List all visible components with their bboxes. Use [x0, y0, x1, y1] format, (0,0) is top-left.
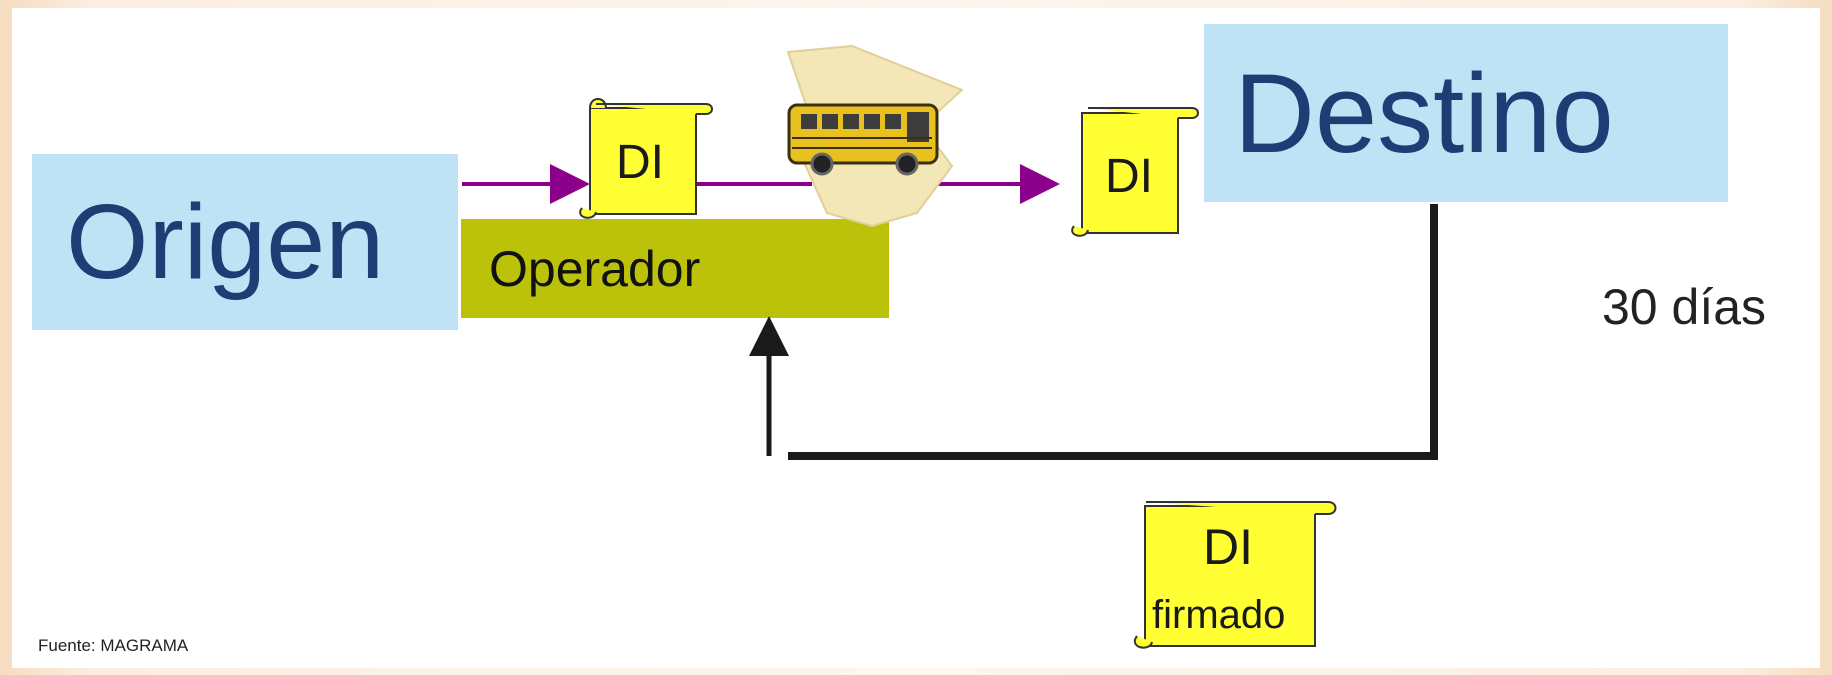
source-caption: Fuente: MAGRAMA [38, 636, 189, 655]
bus-icon [786, 44, 964, 228]
return-period-label: 30 días [1602, 279, 1767, 335]
di-destination-label: DI [1105, 150, 1153, 203]
origin-label: Origen [66, 182, 385, 301]
operator-label: Operador [489, 240, 701, 297]
di-origin-label: DI [616, 136, 664, 189]
di-signed-label: DI [1203, 519, 1253, 575]
destination-label: Destino [1234, 50, 1614, 176]
document-scroll-icon [579, 98, 713, 219]
diagram-canvas: Origen Destino Operador [12, 8, 1820, 668]
di-signed-sublabel: firmado [1152, 593, 1285, 637]
document-scroll-icon [1071, 107, 1199, 237]
flow-diagram: DI DI DI firmado [462, 44, 1438, 649]
document-scroll-icon [1133, 501, 1337, 649]
operator-node: Operador [461, 219, 889, 318]
return-line [788, 204, 1438, 460]
origin-node: Origen [32, 154, 458, 330]
destination-node: Destino [1204, 24, 1728, 202]
